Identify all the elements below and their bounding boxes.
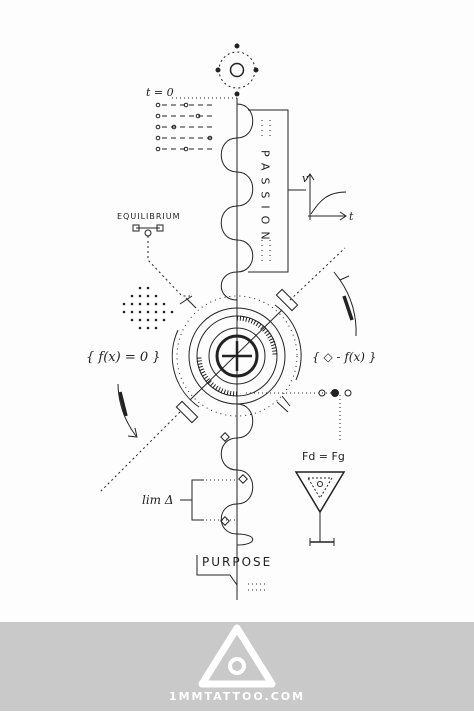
central-circle-emblem: [171, 288, 302, 424]
time-axis-label: t: [349, 210, 354, 223]
diamond-markers: [220, 432, 248, 526]
left-arc-arrow: [117, 383, 138, 438]
purpose-bracket: [196, 548, 268, 600]
equilibrium-balance: [132, 224, 190, 297]
purpose-label: PURPOSE: [202, 555, 272, 569]
velocity-time-graph: [288, 173, 347, 221]
limit-delta-label: lim Δ: [142, 493, 174, 507]
upper-sine-wave: [220, 103, 254, 301]
dot-grid-diamond: [122, 286, 174, 330]
brand-logo-icon: [198, 624, 276, 688]
dotted-connector-right: [246, 392, 341, 440]
equilibrium-label: EQUILIBRIUM: [117, 212, 181, 221]
lower-sine-wave: [220, 403, 254, 546]
top-orbit-symbol: [215, 43, 259, 97]
limit-bracket: [180, 479, 236, 521]
passion-bracket: [248, 109, 289, 273]
dot-matrix-block: [155, 102, 213, 152]
brand-site-text[interactable]: 1MMTATTOO.COM: [168, 690, 306, 703]
function-diamond-label: { ◇ - f(x) }: [312, 350, 376, 364]
velocity-axis-label: v: [302, 172, 309, 185]
diagonal-dotted-upper: [289, 247, 346, 301]
brand-footer: [0, 622, 474, 711]
right-arc-arrow: [333, 271, 357, 337]
function-zero-label: { f(x) = 0 }: [86, 350, 161, 365]
force-triangle: [294, 471, 346, 546]
diagonal-dotted-lower: [99, 411, 181, 493]
force-equation-label: Fd = Fg: [302, 450, 345, 463]
t-zero-label: t = 0: [146, 86, 174, 99]
passion-label: PASSION: [259, 150, 272, 247]
